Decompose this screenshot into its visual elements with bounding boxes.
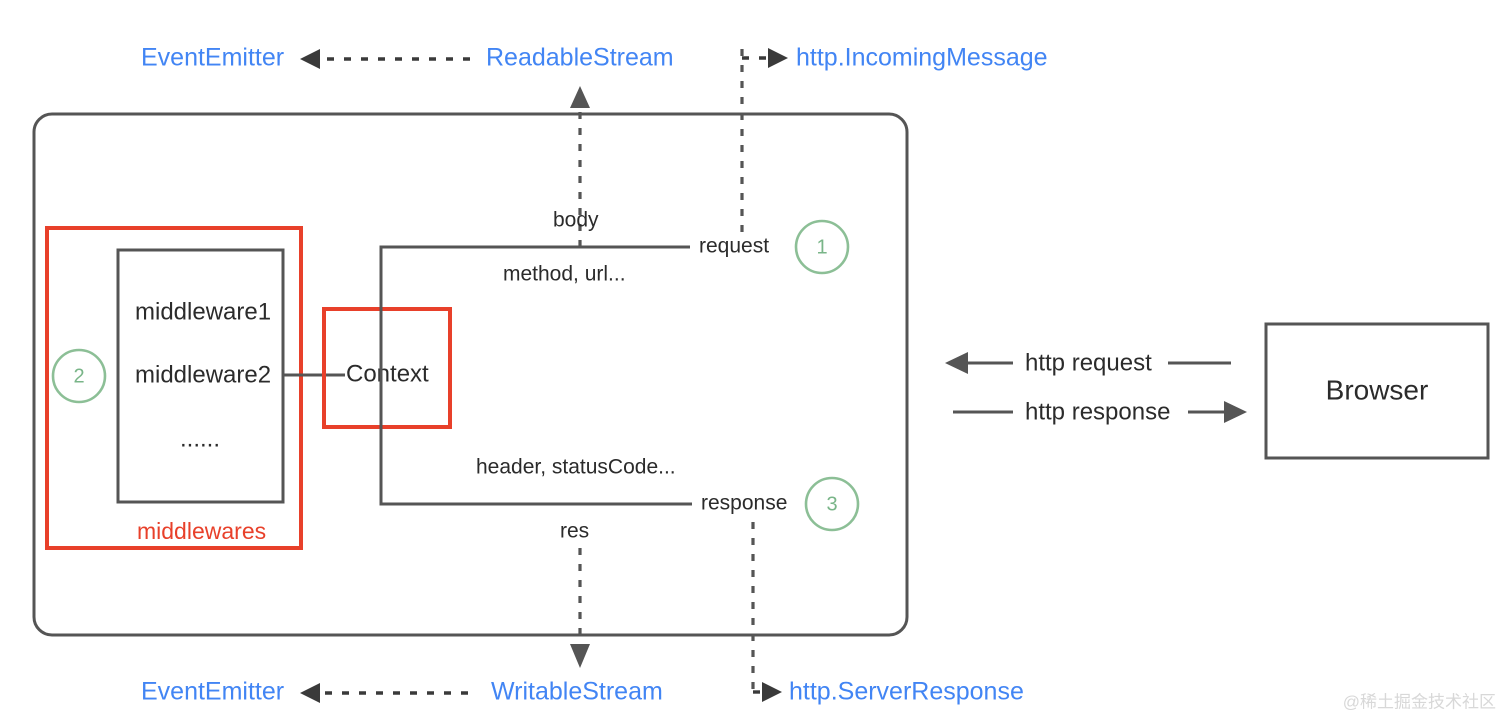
middlewares-group-label: middlewares xyxy=(137,518,266,544)
dashed-line-res-down xyxy=(570,548,590,668)
context-box xyxy=(322,307,452,429)
browser-label: Browser xyxy=(1326,374,1429,405)
middleware-item-2: middleware2 xyxy=(135,361,271,388)
arrow-readablestream-to-eventemitter xyxy=(300,49,470,69)
label-top-incoming-message: http.IncomingMessage xyxy=(796,44,1048,72)
server-container-box xyxy=(32,112,909,637)
request-above-label: body xyxy=(553,209,599,232)
marker-circle-3: 3 xyxy=(804,476,860,532)
arrow-to-server-response xyxy=(753,682,782,702)
http-request-flow xyxy=(945,352,1231,374)
middlewares-group-box xyxy=(45,226,303,550)
response-end-label: response xyxy=(701,492,787,515)
context-label: Context xyxy=(346,360,429,387)
marker-circle-2: 2 xyxy=(51,348,107,404)
label-top-event-emitter: EventEmitter xyxy=(141,44,284,72)
request-branch-line xyxy=(379,245,690,375)
arrow-writablestream-to-eventemitter xyxy=(300,683,468,703)
marker-circle-1-label: 1 xyxy=(816,236,827,258)
response-below-label: res xyxy=(560,520,589,543)
label-bottom-server-response: http.ServerResponse xyxy=(789,678,1024,706)
marker-circle-1: 1 xyxy=(794,219,850,275)
request-below-label: method, url... xyxy=(503,263,626,286)
middleware-item-1: middleware1 xyxy=(135,298,271,325)
middleware-item-3: ...... xyxy=(180,425,220,452)
marker-circle-3-label: 3 xyxy=(826,493,837,515)
label-top-readable-stream: ReadableStream xyxy=(486,44,674,72)
browser-box xyxy=(1264,322,1490,460)
dashed-line-body-up xyxy=(570,86,590,247)
response-above-label: header, statusCode... xyxy=(476,456,676,479)
response-branch-line xyxy=(379,375,692,506)
label-bottom-writable-stream: WritableStream xyxy=(491,678,663,706)
http-response-label: http response xyxy=(1025,398,1170,425)
http-response-flow xyxy=(953,401,1247,423)
http-request-label: http request xyxy=(1025,349,1152,376)
marker-circle-2-label: 2 xyxy=(73,365,84,387)
arrow-to-incoming-message xyxy=(742,48,788,68)
watermark-label: @稀土掘金技术社区 xyxy=(1343,692,1496,711)
label-bottom-event-emitter: EventEmitter xyxy=(141,678,284,706)
request-end-label: request xyxy=(699,235,769,258)
